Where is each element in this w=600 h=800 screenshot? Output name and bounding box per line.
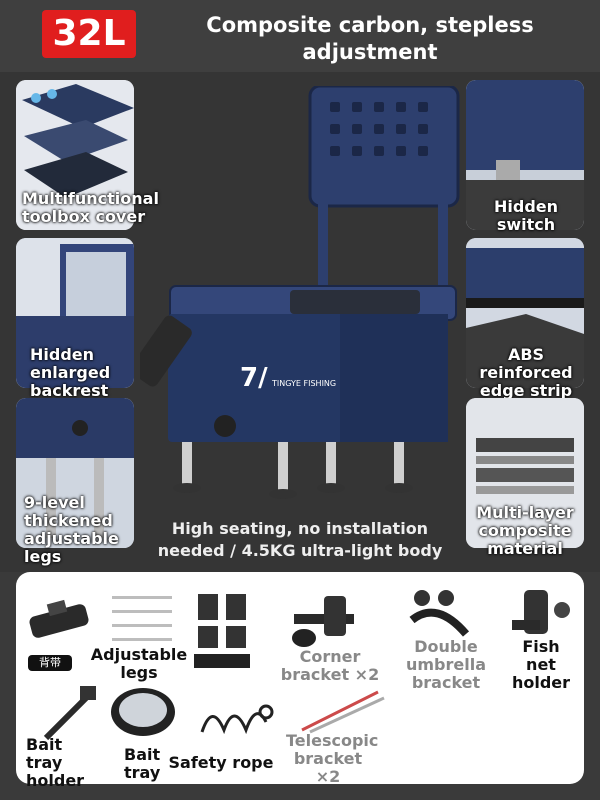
accessory-label-umbrella-bracket: Double umbrella bracket xyxy=(405,637,487,692)
telescopic-bracket-icon xyxy=(296,686,386,740)
headline: Composite carbon, stepless adjustment xyxy=(160,12,580,66)
accessory-label-adjustable-legs: Adjustable legs xyxy=(90,645,188,682)
accessory-label-corner-bracket: Corner bracket ×2 xyxy=(280,647,380,684)
rope-icon xyxy=(194,692,274,756)
feature-label-hidden-switch: Hidden switch xyxy=(493,197,559,234)
feature-thumb-backrest xyxy=(16,238,134,388)
feature-label-backrest: Hidden enlarged backrest xyxy=(30,345,111,400)
capacity-badge: 32L xyxy=(42,10,136,58)
headline-line-1: Composite carbon, stepless xyxy=(206,13,534,37)
bait-tray-icon xyxy=(108,684,178,748)
feature-thumb-hidden-switch xyxy=(466,80,584,230)
accessory-label-bait-tray: Bait tray xyxy=(124,745,161,782)
accessory-label-strap: 背带 xyxy=(28,655,72,671)
product-caption: High seating, no installation needed / 4… xyxy=(145,518,455,562)
corner-bracket-icon xyxy=(284,586,374,660)
accessory-label-tray-holder: Bait tray holder xyxy=(26,735,85,790)
strap-icon xyxy=(24,592,94,646)
accessory-label-net-holder: Fish net holder xyxy=(511,637,571,692)
feature-area: 7/ TINGYE FISHING High seating, no insta… xyxy=(0,72,600,572)
feature-thumb-edge-strip xyxy=(466,238,584,388)
legs-icon xyxy=(108,590,178,654)
fishing-box-product-image: 7/ TINGYE FISHING xyxy=(140,86,460,499)
feature-label-composite-material: Multi-layer composite material xyxy=(476,503,574,558)
header-bar: 32L Composite carbon, stepless adjustmen… xyxy=(0,0,600,72)
umbrella-bracket-icon xyxy=(402,584,472,648)
tray-holder-icon xyxy=(36,684,106,748)
svg-text:7/: 7/ xyxy=(240,363,268,393)
feature-label-adjustable-legs: 9-level thickened adjustable legs xyxy=(24,493,119,566)
blocks-icon xyxy=(192,588,256,676)
caption-line-2: needed / 4.5KG ultra-light body xyxy=(157,541,443,560)
feature-label-edge-strip: ABS reinforced edge strip xyxy=(479,345,573,400)
headline-line-2: adjustment xyxy=(302,40,438,64)
brand-logo-text: TINGYE FISHING xyxy=(271,379,336,388)
accessories-panel: 背带 Adjustable legs Corner bracket ×2 Dou… xyxy=(16,572,584,790)
accessory-label-safety-rope: Safety rope xyxy=(168,753,274,772)
feature-thumb-adjustable-legs xyxy=(16,398,134,548)
net-holder-icon xyxy=(506,584,576,648)
caption-line-1: High seating, no installation xyxy=(171,519,429,538)
feature-label-toolbox-cover: Multifunctional toolbox cover xyxy=(22,189,159,226)
feature-thumb-toolbox-cover xyxy=(16,80,134,230)
feature-thumb-composite-material xyxy=(466,398,584,548)
accessory-label-telescopic-bracket: Telescopic bracket ×2 xyxy=(286,731,379,786)
